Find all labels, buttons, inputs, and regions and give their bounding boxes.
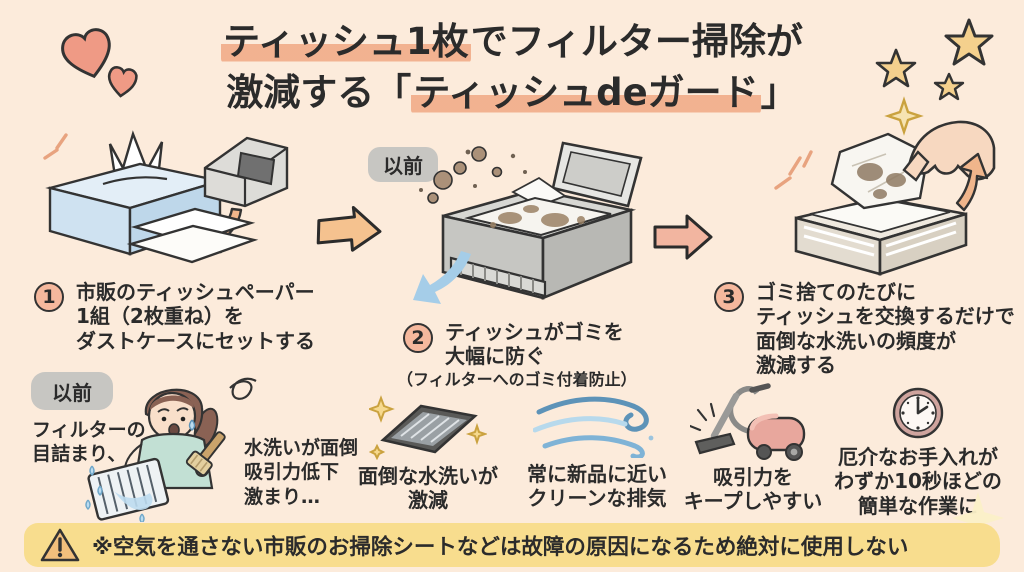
step-3-number-label: 3 [722,286,736,308]
step-1-line-2: 1組（2枚重ね）を [76,304,244,329]
title-line2-highlight: ティッシュdeガード [411,71,761,115]
benefit-quick-care: 厄介なお手入れが わずか10秒ほどの 簡単な作業に [832,386,1004,518]
open-dust-case-illustration [413,141,643,304]
before-left-text: フィルターの 目詰まり、 [32,418,146,467]
step-1-number: 1 [34,282,64,312]
before-right-line-2: 吸引力低下 [244,461,340,484]
tissue-box-setup-illustration [43,130,289,264]
before-left-line-2: 目詰まり、 [32,443,127,466]
benefit-2-line-2: クリーンな排気 [527,486,667,511]
step-2-note: （フィルターへのゴミ付着防止） [397,370,637,389]
title-line-1: ティッシュ1枚でフィルター掃除が [0,16,1024,67]
warning-triangle-icon [40,528,80,562]
benefit-suction-text: 吸引力を キープしやすい [684,465,823,514]
sparkle-icon [952,492,1004,544]
benefit-clean-exhaust-text: 常に新品に近い クリーンな排気 [527,462,667,511]
before-right-line-3: 激まり… [244,485,321,508]
arrow-right-1-icon [316,205,382,252]
before-badge-top: 以前 [368,147,438,182]
before-right-line-1: 水洗いが面倒 [244,437,359,459]
warning-banner: ※空気を通さない市販のお掃除シートなどは故障の原因になるため絶対に使用しない [24,523,1000,567]
step-2-number: 2 [403,323,433,353]
before-badge-bottom-label: 以前 [52,380,92,405]
benefit-water-wash-text: 面倒な水洗いが 激減 [358,464,498,513]
before-right-text: 水洗いが面倒 吸引力低下 激まり… [244,436,358,509]
benefit-3-line-2: キープしやすい [683,489,823,514]
hearts-icon [61,28,138,98]
clock-icon [892,387,944,439]
benefit-2-line-1: 常に新品に近い [527,462,667,486]
arrow-right-2-icon [653,214,713,260]
worried-woman-illustration [85,377,257,522]
benefit-suction: 吸引力を キープしやすい [682,382,824,514]
step-3-line-3: 面倒な水洗いの頻度が [756,328,956,353]
step-2-number-label: 2 [411,327,425,349]
stars-icon [875,18,994,136]
vacuum-cleaner-icon [690,383,806,461]
benefit-4-line-2: わずか10秒ほどの [834,469,1002,494]
benefit-water-wash: 面倒な水洗いが 激減 [352,392,504,513]
benefit-clean-exhaust: 常に新品に近い クリーンな排気 [508,392,686,511]
benefit-3-line-1: 吸引力を [712,465,793,489]
step-1-text: 市販のティッシュペーパー 1組（2枚重ね）を ダストケースにセットする [76,280,315,353]
step-2-line-1: ティッシュがゴミを [445,320,624,344]
step-2-line-2: 大幅に防ぐ [445,344,545,369]
title-line1-rest: でフィルター掃除が [470,20,803,63]
before-badge-top-label: 以前 [383,154,423,178]
filter-sparkle-icon [369,395,487,460]
title-line2-suffix: 」 [760,71,798,115]
benefit-4-line-1: 厄介なお手入れが [838,445,998,469]
benefit-quick-care-text: 厄介なお手入れが わずか10秒ほどの 簡単な作業に [834,445,1002,518]
title-line1-highlight: ティッシュ1枚 [221,20,471,63]
hand-tissue-swap-illustration [774,120,996,276]
step-1-line-1: 市販のティッシュペーパー [76,280,315,304]
page-title: ティッシュ1枚でフィルター掃除が 激減する「ティッシュdeガード」 [0,16,1024,118]
step-3-line-2: ティッシュを交換するだけで [756,304,1015,329]
clean-air-icon [533,396,654,458]
step-2-text: ティッシュがゴミを 大幅に防ぐ [445,320,624,369]
step-3-line-4: 激減する [756,353,836,378]
step-1-line-3: ダストケースにセットする [76,328,315,353]
benefit-1-line-2: 激減 [408,488,448,513]
title-line-2: 激減する「ティッシュdeガード」 [0,67,1024,118]
step-1-number-label: 1 [42,286,56,308]
blue-arrow-icon [413,251,471,304]
benefit-1-line-1: 面倒な水洗いが [358,464,498,488]
title-line2-prefix: 激減する「 [226,71,412,115]
benefit-4-line-3: 簡単な作業に [858,493,978,518]
step-3-number: 3 [714,282,744,312]
before-left-line-1: フィルターの [32,419,146,441]
warning-text: ※空気を通さない市販のお掃除シートなどは故障の原因になるため絶対に使用しない [92,534,909,560]
step-3-line-1: ゴミ捨てのたびに [756,280,916,304]
before-badge-bottom: 以前 [31,372,113,410]
step-3-text: ゴミ捨てのたびに ティッシュを交換するだけで 面倒な水洗いの頻度が 激減する [756,280,1015,378]
